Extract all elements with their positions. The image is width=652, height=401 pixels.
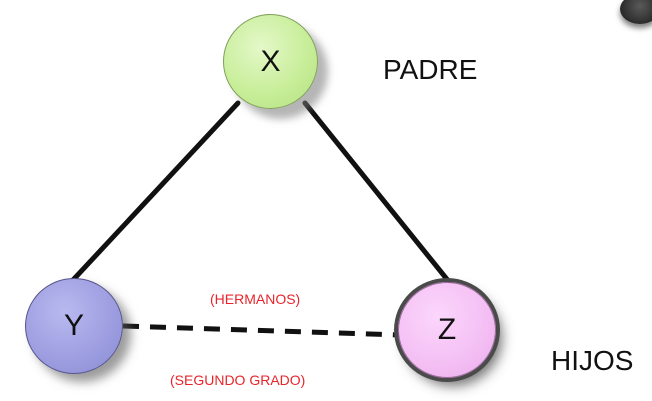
children-label: HIJOS bbox=[551, 345, 634, 376]
edge-x-z bbox=[302, 100, 453, 286]
node-z: Z bbox=[398, 282, 496, 378]
node-x: X bbox=[223, 14, 318, 109]
node-x-label: X bbox=[260, 44, 281, 78]
second-degree-label: (SEGUNDO GRADO) bbox=[170, 372, 306, 388]
node-z-label: Z bbox=[437, 313, 457, 346]
siblings-relation-label: (HERMANOS) bbox=[210, 291, 301, 307]
node-y: Y bbox=[25, 278, 123, 374]
edge-y-z-dashed bbox=[122, 323, 403, 338]
parent-label: PADRE bbox=[383, 54, 478, 85]
node-y-label: Y bbox=[63, 309, 84, 342]
edge-x-y bbox=[70, 100, 241, 283]
